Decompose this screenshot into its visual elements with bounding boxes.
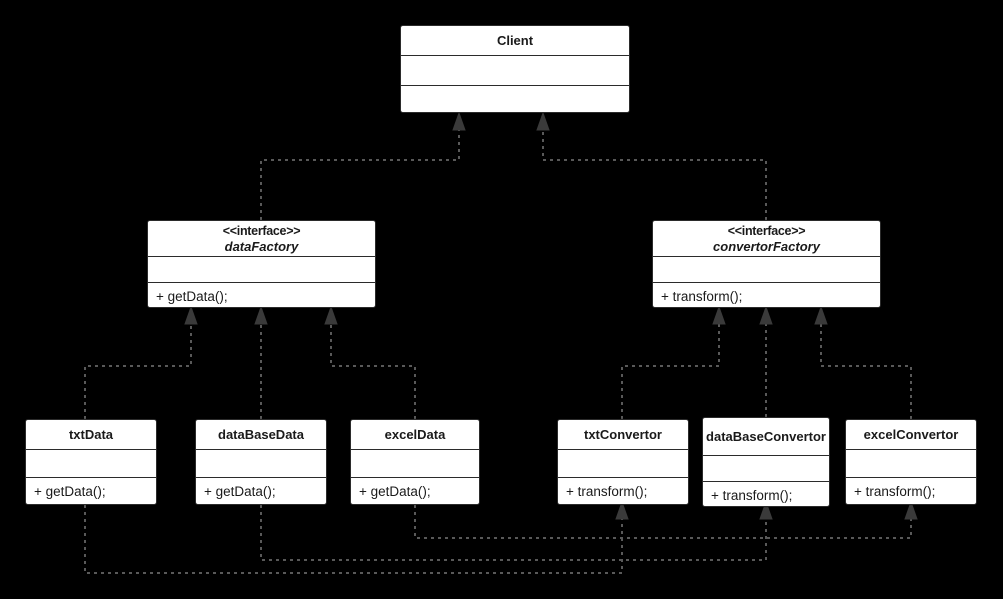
link-txtdata-to-datafactory <box>84 322 192 419</box>
class-operations-exceldata: + getData(); <box>359 483 431 499</box>
class-title-databasedata: dataBaseData <box>218 426 304 442</box>
class-name-client: Client <box>401 26 629 56</box>
class-title-exceldata: excelData <box>384 426 446 442</box>
class-name-txtdata: txtData <box>26 420 156 450</box>
stereotype-convertorfactory: <<interface>> <box>727 223 806 238</box>
arrowhead-exceldata-datafactory <box>324 305 338 325</box>
class-attributes-txtconvertor <box>558 450 688 478</box>
class-name-databaseconvertor: dataBaseConvertor <box>703 418 829 456</box>
class-attributes-txtdata <box>26 450 156 478</box>
class-operations-databaseconvertor: + transform(); <box>711 487 793 503</box>
class-operations-txtconvertor: + transform(); <box>566 483 648 499</box>
class-box-datafactory[interactable]: <<interface>> dataFactory + getData(); <box>147 220 376 308</box>
class-attributes-convertorfactory <box>653 257 880 283</box>
arrowhead-convertorfactory-client <box>536 111 550 131</box>
class-operations-client <box>401 86 629 112</box>
link-databasedata-to-databaseconvertor <box>260 505 767 561</box>
stereotype-datafactory: <<interface>> <box>222 223 301 238</box>
class-attributes-excelconvertor <box>846 450 976 478</box>
link-exceldata-to-excelconvertor <box>414 505 912 539</box>
link-txtdata-to-txtconvertor <box>84 505 623 574</box>
link-datafactory-to-client <box>260 127 460 220</box>
class-title-txtconvertor: txtConvertor <box>583 426 662 442</box>
link-convertorfactory-to-client <box>542 127 767 220</box>
link-excelconvertor-to-convertorfactory <box>820 322 912 419</box>
class-name-datafactory: <<interface>> dataFactory <box>148 221 375 257</box>
arrowhead-datafactory-client <box>452 111 466 131</box>
class-name-excelconvertor: excelConvertor <box>846 420 976 450</box>
class-attributes-client <box>401 56 629 86</box>
class-name-exceldata: excelData <box>351 420 479 450</box>
class-operations-datafactory: + getData(); <box>156 288 228 304</box>
class-box-txtdata[interactable]: txtData + getData(); <box>25 419 157 505</box>
class-box-client[interactable]: Client <box>400 25 630 113</box>
class-operations-convertorfactory: + transform(); <box>661 288 743 304</box>
class-title-convertorfactory: convertorFactory <box>713 238 820 254</box>
class-title-client: Client <box>496 32 534 48</box>
class-title-txtdata: txtData <box>68 426 114 442</box>
class-operations-excelconvertor: + transform(); <box>854 483 936 499</box>
class-box-databaseconvertor[interactable]: dataBaseConvertor + transform(); <box>702 417 830 507</box>
arrowhead-databasedata-datafactory <box>254 305 268 325</box>
class-box-txtconvertor[interactable]: txtConvertor + transform(); <box>557 419 689 505</box>
class-title-datafactory: dataFactory <box>224 238 299 254</box>
class-box-convertorfactory[interactable]: <<interface>> convertorFactory + transfo… <box>652 220 881 308</box>
class-box-excelconvertor[interactable]: excelConvertor + transform(); <box>845 419 977 505</box>
class-attributes-exceldata <box>351 450 479 478</box>
class-box-exceldata[interactable]: excelData + getData(); <box>350 419 480 505</box>
class-operations-txtdata: + getData(); <box>34 483 106 499</box>
class-title-databaseconvertor: dataBaseConvertor <box>706 429 826 444</box>
class-name-databasedata: dataBaseData <box>196 420 326 450</box>
class-name-txtconvertor: txtConvertor <box>558 420 688 450</box>
class-name-convertorfactory: <<interface>> convertorFactory <box>653 221 880 257</box>
class-attributes-datafactory <box>148 257 375 283</box>
arrowhead-excelconvertor-convertorfactory <box>814 305 828 325</box>
class-operations-databasedata: + getData(); <box>204 483 276 499</box>
link-txtconvertor-to-convertorfactory <box>621 322 720 419</box>
link-exceldata-to-datafactory <box>330 322 416 419</box>
class-box-databasedata[interactable]: dataBaseData + getData(); <box>195 419 327 505</box>
class-title-excelconvertor: excelConvertor <box>863 426 959 442</box>
class-attributes-databasedata <box>196 450 326 478</box>
arrowhead-txtdata-datafactory <box>184 305 198 325</box>
class-attributes-databaseconvertor <box>703 456 829 482</box>
arrowhead-txtconvertor-convertorfactory <box>712 305 726 325</box>
arrowhead-databaseconvertor-convertorfactory <box>759 305 773 325</box>
